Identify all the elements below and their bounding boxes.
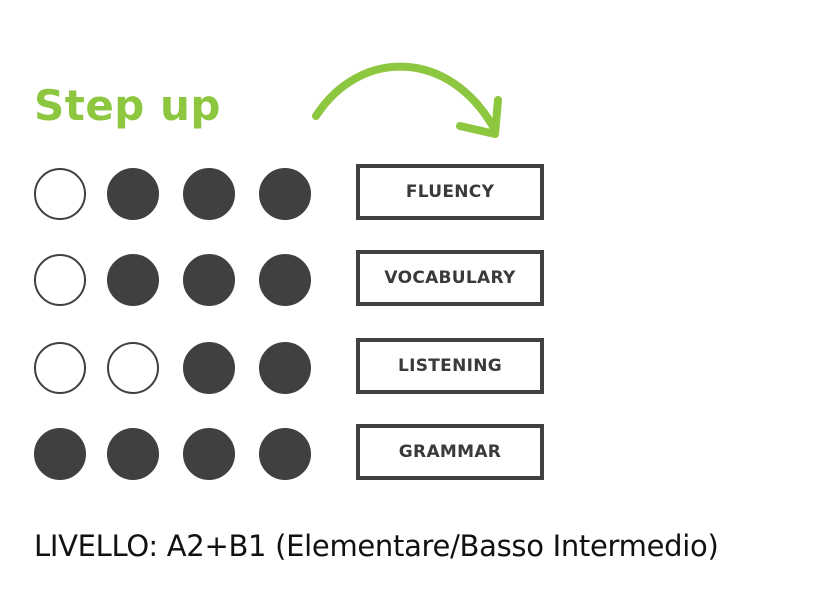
skill-row-fluency: FLUENCY [0, 164, 830, 224]
level-label: LIVELLO: A2+B1 (Elementare/Basso Interme… [34, 529, 719, 563]
rating-dot [34, 254, 86, 306]
skill-row-vocabulary: VOCABULARY [0, 250, 830, 310]
skill-label: FLUENCY [356, 164, 544, 220]
rating-dot [107, 342, 159, 394]
rating-dot [34, 342, 86, 394]
rating-dot [107, 428, 159, 480]
rating-dot [259, 428, 311, 480]
rating-dot [183, 254, 235, 306]
rating-dot [107, 168, 159, 220]
page-title: Step up [34, 81, 221, 130]
rating-dot [259, 342, 311, 394]
curved-arrow-icon [312, 62, 502, 138]
skill-label: GRAMMAR [356, 424, 544, 480]
rating-dot [259, 254, 311, 306]
skill-row-listening: LISTENING [0, 338, 830, 398]
rating-dot [183, 342, 235, 394]
rating-dot [34, 428, 86, 480]
rating-dot [183, 168, 235, 220]
rating-dot [259, 168, 311, 220]
skill-label: VOCABULARY [356, 250, 544, 306]
skill-row-grammar: GRAMMAR [0, 424, 830, 484]
rating-dot [34, 168, 86, 220]
rating-dot [107, 254, 159, 306]
rating-dot [183, 428, 235, 480]
skill-label: LISTENING [356, 338, 544, 394]
